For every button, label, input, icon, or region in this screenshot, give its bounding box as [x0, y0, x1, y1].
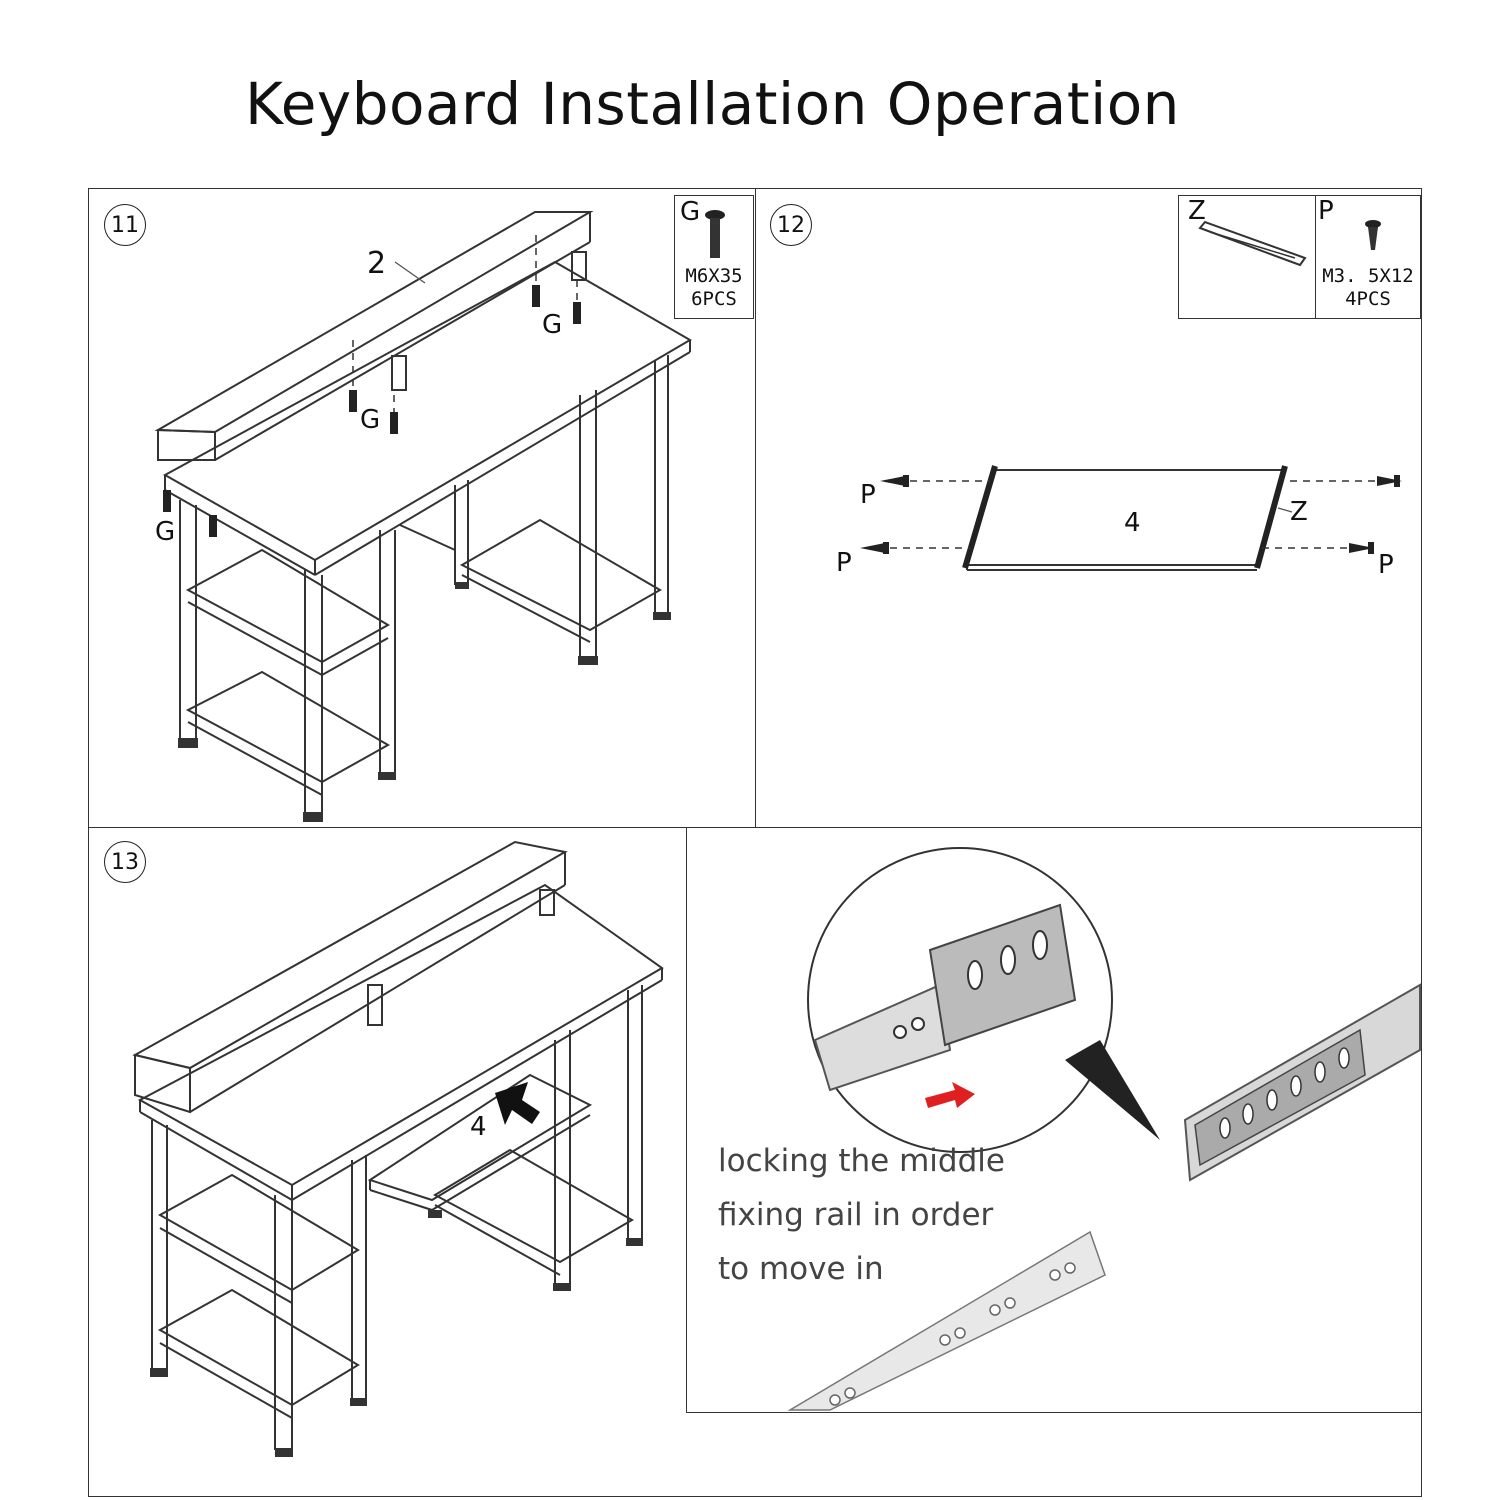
board-4-label: 4	[1124, 508, 1141, 538]
screw-g-label-a: G	[542, 310, 563, 340]
side-rail-bottom	[787, 1230, 1106, 1411]
screw-g-spec-box	[674, 195, 754, 319]
screw-p-label-c: P	[1378, 550, 1394, 580]
spec-p-qty: 4PCS	[1345, 288, 1391, 310]
rail-caption-line-3: to move in	[718, 1251, 884, 1287]
tray-4-label: 4	[470, 1112, 487, 1142]
slide-rail-icon	[1198, 220, 1307, 267]
screw-g-icon	[705, 210, 725, 258]
red-push-arrow-icon	[925, 1082, 975, 1108]
step-12-number: 12	[770, 204, 812, 246]
rail-z-label: Z	[1290, 497, 1308, 527]
side-rail-right	[1183, 983, 1421, 1182]
screw-g-label-b: G	[360, 405, 381, 435]
spec-g-letter: G	[680, 197, 701, 227]
page-title: Keyboard Installation Operation	[245, 70, 1180, 138]
screw-p-spec-box	[1315, 195, 1421, 319]
part-2-label: 2	[367, 246, 387, 281]
rail-caption-line-2: fixing rail in order	[718, 1197, 994, 1233]
screw-p-label-b: P	[836, 548, 852, 578]
magnified-rail	[813, 903, 1077, 1092]
screw-p-label-a: P	[860, 480, 876, 510]
spec-z-letter: Z	[1188, 196, 1206, 226]
spec-p-letter: P	[1318, 196, 1334, 226]
step-11-number: 11	[104, 204, 146, 246]
step-13-number: 13	[104, 841, 146, 883]
spec-g-size: M6X35	[685, 265, 743, 287]
spec-g-qty: 6PCS	[691, 288, 737, 310]
screw-g-label-c: G	[155, 517, 176, 547]
step-11-panel	[88, 188, 756, 828]
screw-p-icon	[1365, 220, 1381, 250]
push-arrow-icon	[495, 1082, 540, 1125]
rail-caption-line-1: locking the middle	[718, 1143, 1005, 1179]
spec-p-size: M3. 5X12	[1322, 265, 1414, 287]
